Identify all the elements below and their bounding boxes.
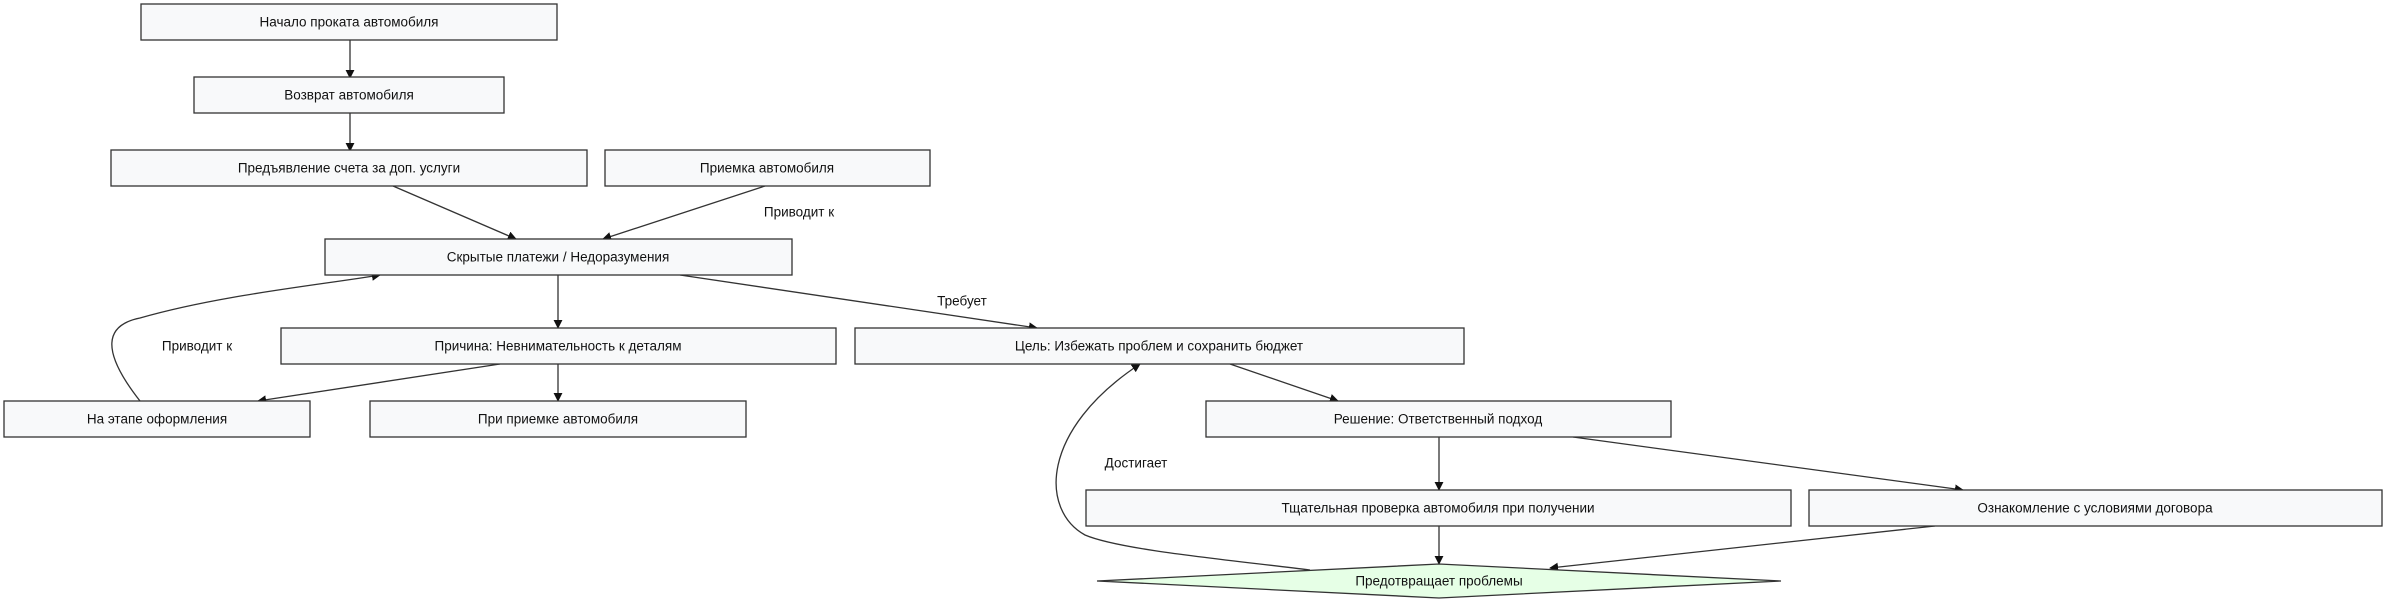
node-acceptance-label: Приемка автомобиля [700,161,834,176]
node-cause: Причина: Невнимательность к деталям [280,327,837,365]
node-terms: Ознакомление с условиями договора [1808,489,2383,527]
node-on-acceptance-label: При приемке автомобиля [478,412,638,427]
node-goal-label: Цель: Избежать проблем и сохранить бюдже… [1015,339,1303,354]
node-inspection: Тщательная проверка автомобиля при получ… [1085,489,1792,527]
node-start-label: Начало проката автомобиля [260,15,439,30]
edge-registration-to-hidden [111,271,381,402]
node-on-acceptance: При приемке автомобиля [369,400,747,438]
node-solution: Решение: Ответственный подход [1205,400,1672,438]
edge-solution-to-terms [1572,436,1964,494]
edge-label-requires: Требует [937,294,987,309]
node-registration: На этапе оформления [3,400,311,438]
node-start: Начало проката автомобиля [140,3,558,41]
edge-label-leads-to-1: Приводит к [764,205,834,220]
node-prevents: Предотвращает проблемы [1096,563,1782,599]
edge-acceptance-to-hidden [602,185,766,241]
edge-invoice-to-hidden [392,185,517,240]
node-prevents-label: Предотвращает проблемы [1355,574,1522,589]
edge-hidden-to-goal [679,274,1038,332]
node-invoice-label: Предъявление счета за доп. услуги [238,161,460,176]
node-inspection-label: Тщательная проверка автомобиля при получ… [1281,501,1594,516]
node-cause-label: Причина: Невнимательность к деталям [435,339,682,354]
node-registration-label: На этапе оформления [87,412,227,427]
edge-goal-to-solution [1229,363,1339,403]
node-hidden-label: Скрытые платежи / Недоразумения [447,250,670,265]
node-invoice: Предъявление счета за доп. услуги [110,149,588,187]
edge-label-leads-to-2: Приводит к [162,339,232,354]
node-goal: Цель: Избежать проблем и сохранить бюдже… [854,327,1465,365]
node-hidden: Скрытые платежи / Недоразумения [324,238,793,276]
node-return-label: Возврат автомобиля [284,88,414,103]
node-terms-label: Ознакомление с условиями договора [1977,501,2213,516]
edge-prevents-to-goal [1055,363,1311,571]
edge-cause-to-registration [257,363,501,405]
node-return: Возврат автомобиля [193,76,505,114]
node-solution-label: Решение: Ответственный подход [1334,412,1543,427]
node-acceptance: Приемка автомобиля [604,149,931,187]
edge-terms-to-prevents [1549,525,1936,572]
edge-label-achieves: Достигает [1105,456,1168,471]
